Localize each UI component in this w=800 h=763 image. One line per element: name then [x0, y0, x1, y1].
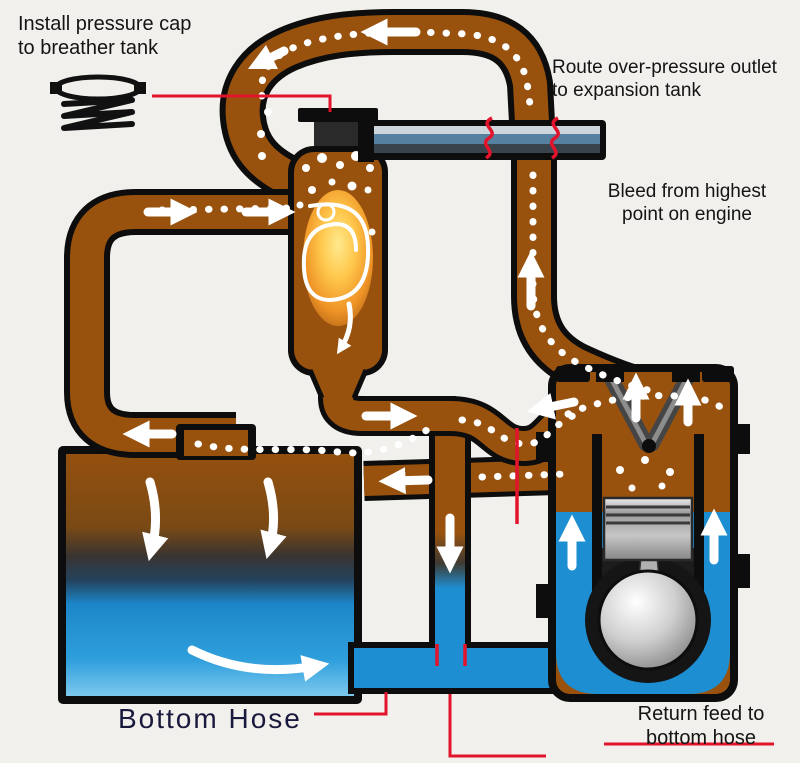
leader-bottom-hose — [314, 692, 388, 716]
cut-mark-left — [483, 116, 494, 160]
label-route-outlet: Route over-pressure outlet to expansion … — [552, 56, 777, 102]
label-install-pressure-cap: Install pressure cap to breather tank — [18, 12, 191, 61]
label-install-line2: to breather tank — [18, 37, 159, 60]
radiator-filler-neck — [176, 424, 256, 460]
label-return-line2: bottom hose — [645, 727, 757, 750]
label-route-line1: Route over-pressure outlet — [552, 57, 777, 78]
cut-mark-right — [549, 116, 560, 160]
over-pressure-outlet-pipe — [358, 116, 606, 162]
crankshaft — [597, 569, 699, 671]
piston — [602, 496, 694, 562]
label-install-line1: Install pressure cap — [18, 13, 192, 35]
leader-lines — [152, 94, 774, 758]
engine-cylinder — [536, 364, 750, 702]
pressure-cap-icon — [50, 74, 146, 131]
label-route-line2: to expansion tank — [552, 80, 701, 102]
vortex-swirl — [303, 190, 373, 326]
flow-arrows — [122, 18, 728, 682]
leader-return-feed — [448, 694, 546, 758]
outlet-coupler — [358, 116, 374, 162]
return-feed-ticks — [435, 644, 467, 666]
swirl-flow-arrow — [336, 301, 353, 355]
label-return-line1: Return feed to — [637, 703, 765, 725]
swirl-eye — [316, 202, 336, 222]
breather-tank — [288, 108, 388, 399]
tank-taper — [310, 368, 366, 398]
label-return-feed: Return feed to bottom hose — [616, 702, 786, 751]
leader-install-cap — [152, 94, 332, 112]
label-bleed: Bleed from highest point on engine — [592, 180, 782, 226]
label-bleed-line2: point on engine — [622, 204, 752, 226]
label-bottom-hose: Bottom Hose — [118, 703, 302, 734]
label-bleed-line1: Bleed from highest — [607, 181, 767, 202]
left-loop-pipe — [64, 189, 314, 458]
bore-bubbles — [616, 456, 674, 492]
